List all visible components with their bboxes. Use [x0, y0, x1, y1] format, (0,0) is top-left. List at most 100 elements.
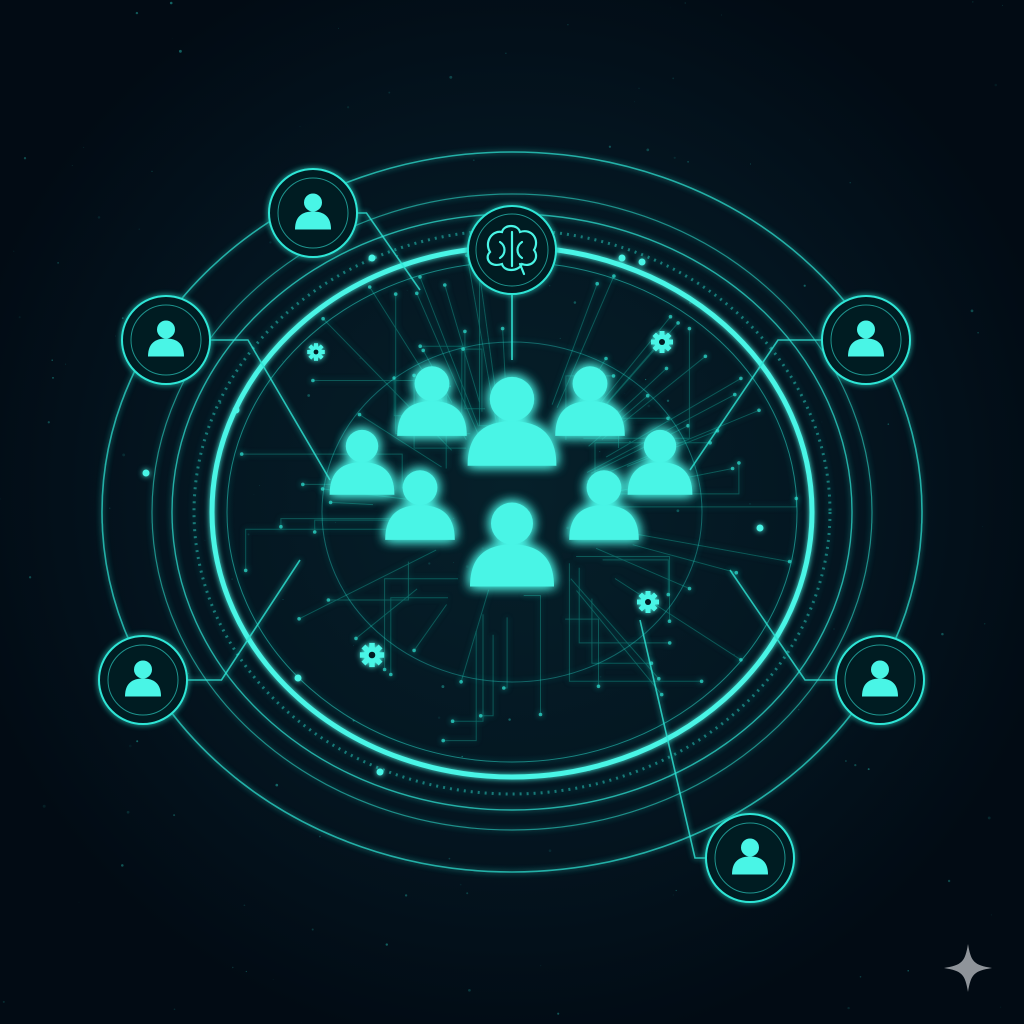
star — [282, 360, 284, 362]
ring-bead — [618, 254, 626, 262]
star — [859, 976, 862, 978]
star — [687, 160, 690, 163]
circuit-node — [667, 641, 672, 645]
star — [18, 316, 21, 319]
circuit-node — [243, 568, 248, 573]
sparkle-icon — [944, 944, 992, 992]
circuit-trace — [245, 528, 434, 571]
circuit-node — [657, 676, 661, 681]
circuit-trace — [241, 453, 403, 489]
circuit-trace — [614, 578, 742, 661]
star — [548, 849, 552, 853]
star — [301, 1022, 302, 1023]
circuit-trace — [590, 316, 671, 416]
gear-icon — [359, 642, 385, 668]
circuit-trace — [632, 544, 737, 574]
person-node — [98, 635, 188, 725]
star — [987, 816, 991, 820]
star — [71, 164, 73, 166]
star — [675, 889, 677, 892]
star — [669, 7, 671, 9]
star — [128, 744, 132, 748]
star — [65, 363, 67, 365]
star — [388, 91, 391, 94]
star — [666, 399, 670, 402]
star — [42, 804, 46, 808]
star — [173, 814, 176, 817]
star — [23, 157, 27, 160]
circuit-node — [421, 348, 426, 353]
circuit-node — [463, 329, 467, 334]
star — [990, 914, 992, 916]
circuit-trace — [556, 275, 615, 408]
circuit-node — [478, 714, 483, 718]
orbit-ring — [151, 193, 873, 831]
node-inner-ring — [130, 304, 202, 376]
circuit-trace — [413, 604, 448, 651]
circuit-trace — [359, 414, 442, 468]
circuit-node — [357, 412, 362, 417]
node-inner-ring — [844, 644, 916, 716]
circuit-node — [297, 617, 301, 621]
star — [672, 77, 675, 80]
star — [887, 423, 890, 425]
star — [688, 301, 692, 305]
star — [684, 2, 686, 4]
star — [481, 547, 484, 550]
circuit-node — [389, 672, 393, 677]
star — [638, 87, 640, 90]
star — [970, 309, 974, 313]
gear-icon — [651, 331, 673, 353]
circuit-trace — [551, 283, 598, 405]
gear-icon — [637, 591, 659, 613]
circuit-trace — [330, 501, 374, 506]
star — [122, 453, 126, 457]
circuit-node — [668, 314, 673, 319]
orbit-ring — [101, 151, 923, 873]
brain-node — [467, 205, 557, 360]
star — [437, 716, 441, 719]
circuit-trace — [591, 598, 652, 664]
circuit-node — [596, 684, 601, 689]
star — [673, 156, 676, 159]
star — [629, 440, 631, 443]
star — [984, 623, 986, 625]
star — [126, 810, 130, 814]
node-inner-ring — [107, 644, 179, 716]
star — [114, 335, 116, 337]
star — [468, 988, 471, 992]
star — [51, 359, 53, 361]
star — [1002, 4, 1003, 6]
circuit-node — [311, 378, 315, 383]
circuit-node — [412, 648, 416, 653]
star — [449, 385, 452, 388]
person-node — [821, 295, 911, 385]
star — [2, 1000, 5, 1003]
star — [941, 632, 944, 636]
ring-bead — [638, 258, 646, 266]
circuit-trace — [413, 375, 467, 449]
circuit-node — [595, 281, 599, 286]
star — [169, 1, 173, 5]
star — [406, 276, 409, 279]
ring-bead — [232, 406, 240, 414]
circuit-node — [367, 285, 372, 289]
circuit-node — [730, 466, 735, 471]
circuit-node — [666, 592, 671, 597]
star — [136, 740, 139, 743]
circuit-node — [328, 500, 333, 505]
circuit-node — [611, 374, 616, 378]
star — [972, 1, 974, 3]
circuit-trace — [280, 518, 408, 527]
circuit-node — [382, 667, 387, 672]
node-inner-ring — [830, 304, 902, 376]
star — [599, 451, 601, 453]
star — [909, 352, 911, 354]
circuit-trace — [570, 578, 660, 680]
star — [319, 835, 321, 838]
node-inner-ring — [277, 177, 349, 249]
circuit-trace — [298, 549, 437, 620]
star — [566, 526, 569, 530]
brain-icon — [486, 224, 538, 276]
